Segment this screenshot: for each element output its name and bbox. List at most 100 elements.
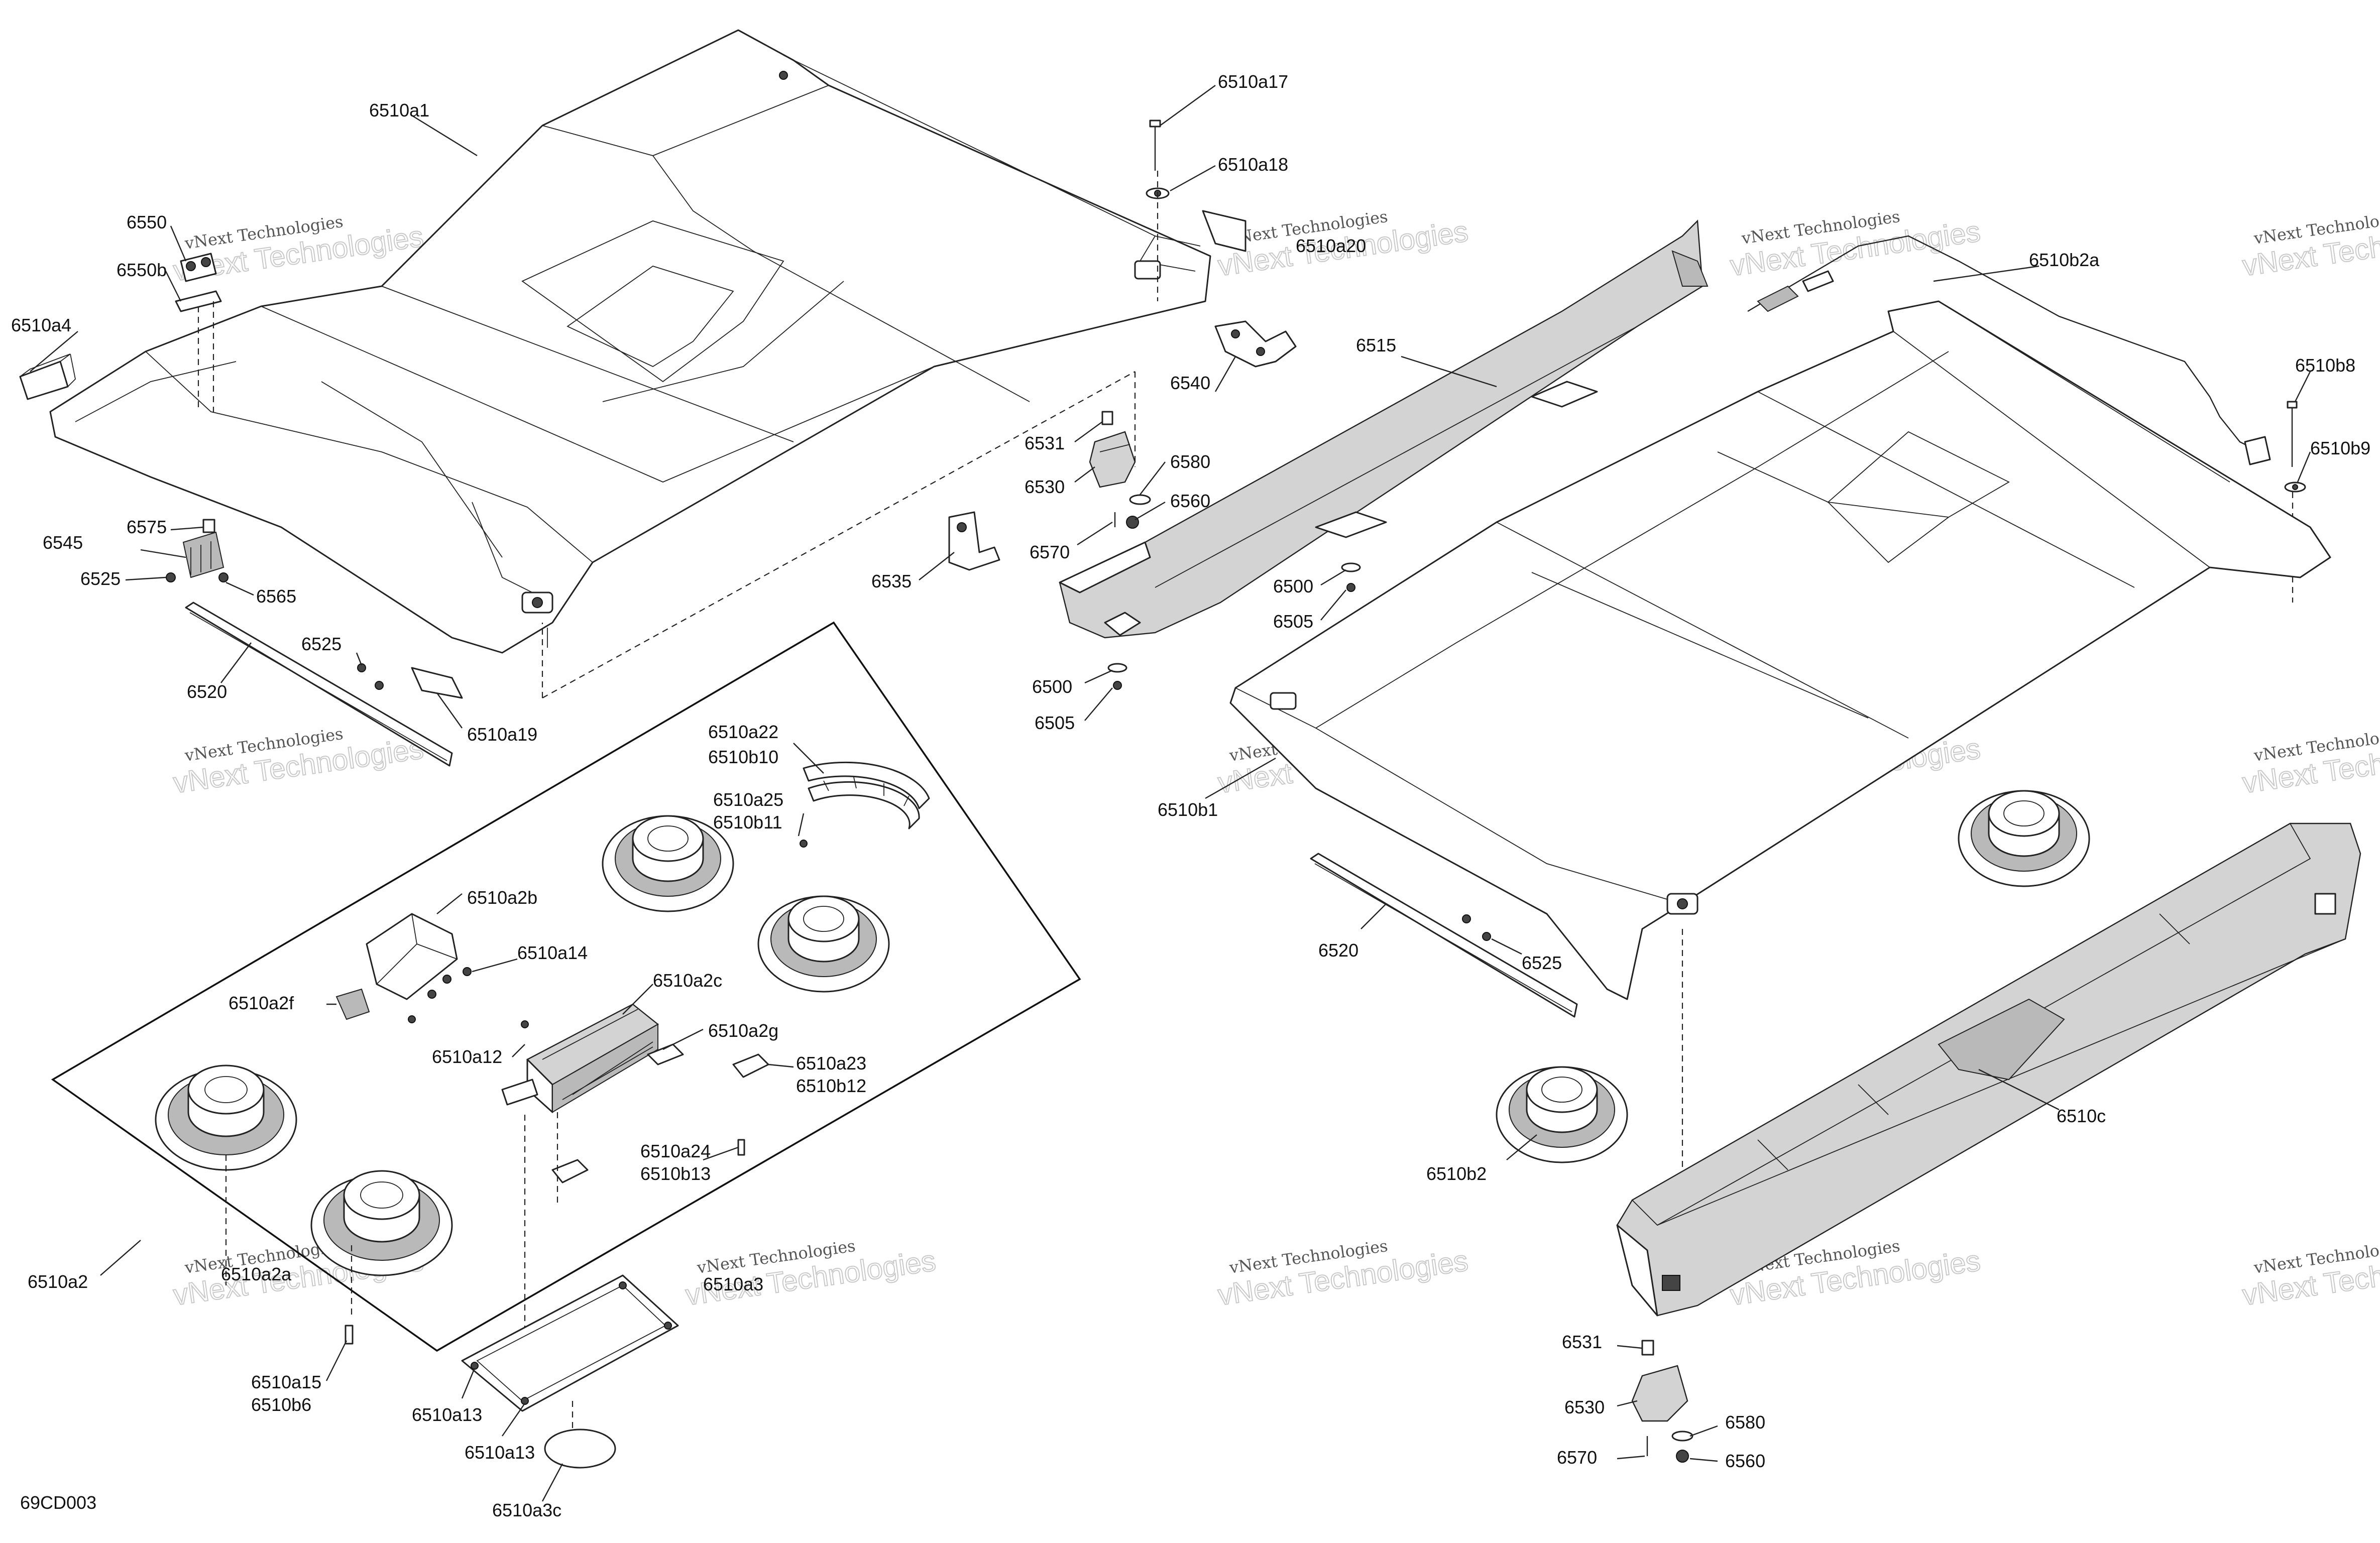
callout-6510b6: 6510b6 [251,1394,311,1415]
callout-6531: 6531 [1562,1332,1602,1352]
callout-6510b9: 6510b9 [2310,438,2370,458]
callout-6510a17: 6510a17 [1218,71,1288,92]
callout-6510a12: 6510a12 [432,1046,502,1067]
callout-6540: 6540 [1170,373,1210,393]
leader-lines [30,85,2311,1502]
callout-6510a1: 6510a1 [369,100,429,121]
callout-6580: 6580 [1170,451,1210,472]
speaker [155,1064,297,1171]
cover-6510a20 [1202,210,1246,252]
callout-6500: 6500 [1032,676,1072,697]
callout-6510a14: 6510a14 [517,942,588,963]
callout-6570: 6570 [1557,1447,1597,1468]
callout-6510a15: 6510a15 [251,1372,321,1392]
bolt-hole [532,597,543,608]
callout-6550b: 6550b [117,260,167,280]
callout-6560: 6560 [1725,1451,1765,1471]
callout-6510b2: 6510b2 [1426,1163,1487,1184]
latch-6530-lower [1631,1340,1693,1463]
bolt-6510b8 [2284,401,2306,603]
callout-6510b13: 6510b13 [640,1163,711,1184]
callout-6510b10: 6510b10 [708,747,778,767]
speaker [1958,790,2090,887]
callout-6510b2a: 6510b2a [2029,250,2100,270]
mounting-plate-6510a3 [461,1274,679,1412]
speaker [757,895,890,993]
callout-6525: 6525 [301,634,342,654]
speaker [602,815,734,912]
callout-6550: 6550 [127,212,167,232]
speaker-ring-6510a22 [803,761,930,829]
bracket-6545 [166,519,229,582]
trim-strip-6520-right [1310,853,1578,1018]
diagram-code: 69CD003 [20,1492,96,1513]
callout-6510a4: 6510a4 [11,315,71,335]
roof-panel-rear [1229,300,2331,1205]
harness-6510b2a [1747,235,2271,465]
callout-6510a13: 6510a13 [412,1404,482,1425]
amplifier-6510a2c [501,1003,684,1113]
watermark: vNext Technologies vNext Technologies [1215,1236,1470,1312]
callout-6510b1: 6510b1 [1158,799,1218,820]
cover-6510a19 [411,667,463,699]
speaker [310,1170,453,1276]
bolt-6510a17 [1146,120,1170,301]
callout-6500: 6500 [1273,576,1313,597]
callout-6510a25: 6510a25 [713,789,783,810]
mount-pad [1134,260,1161,280]
callout-6525: 6525 [80,568,121,589]
trim-strip-6520-left [185,602,453,767]
callout-6545: 6545 [43,532,83,553]
clamp-6535 [948,511,1000,571]
callout-6510a3c: 6510a3c [492,1500,561,1520]
cover-6510a3c [544,1429,616,1469]
clamp-6540 [1214,320,1297,368]
callout-6505: 6505 [1035,713,1075,733]
watermark: vNext Technologies vNext Technologies [2240,1236,2380,1312]
latch-6530-upper [1089,411,1151,529]
callout-6510a2c: 6510a2c [653,970,722,991]
callout-6510a2a: 6510a2a [221,1264,292,1284]
callout-6510a2f: 6510a2f [229,993,294,1013]
callout-6510b12: 6510b12 [796,1076,866,1096]
callout-6520: 6520 [187,681,227,702]
callout-6510a2b: 6510a2b [467,887,537,908]
speaker [1496,1066,1628,1163]
watermark: vNext Technologies vNext Technologies [1728,207,1983,283]
callout-6560: 6560 [1170,491,1210,511]
soundbar-6510c [1616,822,2361,1317]
bumper-pad-6510a4 [19,353,76,400]
callout-6510b8: 6510b8 [2295,355,2355,376]
callout-6510a19: 6510a19 [467,724,537,745]
callout-6530: 6530 [1025,477,1065,497]
callout-6580: 6580 [1725,1412,1765,1433]
callout-6510c: 6510c [2057,1106,2106,1126]
connector-6510a2f [335,988,370,1020]
callout-6510a13: 6510a13 [465,1442,535,1463]
callout-6575: 6575 [127,517,167,537]
callout-6510a24: 6510a24 [640,1141,711,1161]
callout-labels: 6510a1 6550 6550b 6510a4 6545 6575 6525 … [11,71,2370,1520]
callout-6510a2: 6510a2 [28,1271,88,1292]
callout-6510a23: 6510a23 [796,1053,866,1074]
callout-6520: 6520 [1318,940,1358,961]
callout-6530: 6530 [1564,1397,1605,1417]
callout-6515: 6515 [1356,335,1396,355]
callout-6505: 6505 [1273,611,1313,632]
clip-6550 [175,253,222,417]
module-6510a2b [366,913,472,1000]
bolt-hole [779,71,788,80]
roof-panel-front [49,29,1211,654]
watermark: vNext Technologies vNext Technologies [683,1236,938,1312]
callout-6510b11: 6510b11 [713,812,782,833]
callout-6510a2g: 6510a2g [708,1020,778,1041]
callout-6531: 6531 [1025,433,1065,453]
callout-6570: 6570 [1030,542,1070,562]
rail-6515 [1059,219,1709,639]
inset-frame [51,621,1081,1352]
callout-6535: 6535 [871,571,912,591]
callout-6510a18: 6510a18 [1218,154,1288,175]
watermark: vNext Technologies vNext Technologies [2240,724,2380,800]
callout-6510a3: 6510a3 [703,1274,763,1294]
